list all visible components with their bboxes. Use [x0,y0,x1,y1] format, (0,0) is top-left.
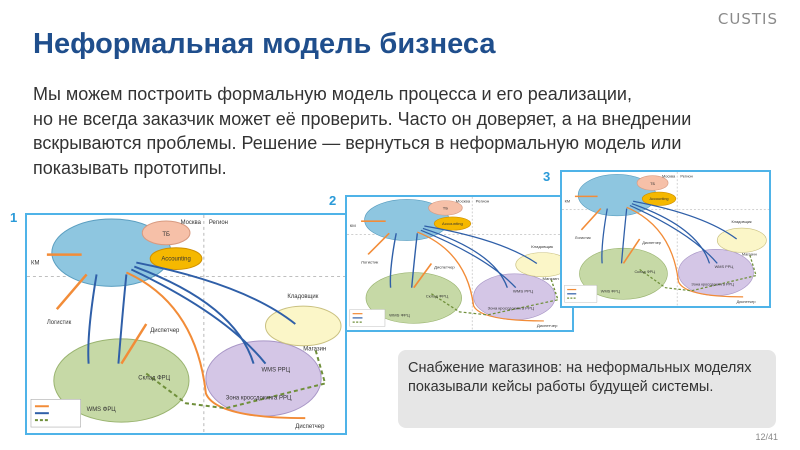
slide-title: Неформальная модель бизнеса [33,28,496,60]
diagram-label: КМ [350,224,356,229]
diagram-label: КМ [31,261,39,267]
diagram-label: Accounting [161,257,190,263]
diagram-label: Кладовщик [731,220,751,224]
accounting-ellipse [149,247,203,270]
diagram-label: Диспетчер [537,323,558,328]
company-logo: CUSTIS [717,10,778,28]
diagram-label: КМ [565,200,570,204]
data-flow-arrow [633,200,738,240]
accounting-ellipse [433,216,472,231]
doc-flow-arrow [626,206,744,298]
data-flow-arrow [117,274,128,364]
diagram-label: WMS РРЦ [262,368,291,374]
diagram-label: Регион [476,199,490,204]
data-flow-arrow [420,229,517,289]
slide-body: Мы можем построить формальную модель про… [33,82,773,180]
diagram-label: WMS ФРЦ [389,313,410,318]
goods-flow-arrow [639,254,757,292]
diagram-label: ТБ [162,232,170,238]
diagram-label: WMS РРЦ [513,289,533,294]
doc-flow-arrow [580,208,602,231]
body-line: вскрываются проблемы. Решение — вернутьс… [33,133,682,153]
diagram-label: ТБ [650,182,655,186]
diagram-label: Регион [680,175,692,179]
diagram-label: Логистик [361,260,379,265]
data-flow-arrow [133,265,255,364]
doc-flow-arrow [622,238,641,264]
accounting-ellipse [641,191,677,206]
goods-flow-arrow [145,348,327,410]
tb-ellipse [428,200,463,216]
doc-flow-arrow [413,263,433,289]
body-line: показывать прототипы. [33,157,227,178]
diagram-label: Магазин [742,253,757,257]
data-flow-arrow [629,204,718,264]
diagram-label: Диспетчер [150,328,180,334]
diagram-label: WMS РРЦ [715,265,734,269]
doc-flow-arrow [120,323,148,365]
data-flow-arrow [389,233,397,288]
doc-flow-arrow [367,232,390,255]
diagram-label: Accounting [649,197,668,201]
doc-flow-arrow [125,271,306,420]
diagram-label: Склад ФРЦ [138,375,170,381]
diagram-label: Магазин [542,276,558,281]
diagram-label: Диспетчер [737,300,756,304]
diagram-label: Склад ФРЦ [426,294,449,299]
data-flow-arrow [601,208,608,264]
diagram-label: ТБ [443,206,449,211]
diagram-label: Accounting [442,221,463,226]
diagram-label: WMS ФРЦ [87,407,117,413]
diagram-label: Москва [181,220,202,226]
panel-number-2: 2 [329,193,337,208]
data-flow-arrow [631,203,711,264]
diagram-label: Зона кроссдокинга РРЦ [226,395,292,401]
tb-ellipse [141,220,191,246]
diagram-label: Москва [456,199,471,204]
diagram-label: Диспетчер [295,424,325,430]
goods-flow-arrow [430,278,559,316]
diagram-label: Магазин [303,347,326,353]
callout-note: Снабжение магазинов: на неформальных мод… [398,350,776,428]
diagram-label: Кладовщик [287,294,318,300]
diagram-label: Кладовщик [531,244,553,249]
data-flow-arrow [410,233,419,288]
data-flow-arrow [136,261,296,325]
panel-number-3: 3 [543,169,551,184]
diagram-label: Диспетчер [434,265,455,270]
diagram-label: Логистик [575,236,591,240]
diagram-label: WMS ФРЦ [601,290,620,294]
diagram-label: Диспетчер [642,241,661,245]
tb-ellipse [636,175,669,191]
diagram-label: Логистик [47,320,72,326]
data-flow-arrow [422,227,508,288]
doc-flow-arrow [417,231,544,322]
diagram-label: Зона кроссдокинга РРЦ [691,282,734,286]
diagram-label: Регион [209,220,228,226]
doc-flow-arrow [55,273,88,310]
body-line: Мы можем построить формальную модель про… [33,84,632,104]
data-flow-arrow [130,268,267,365]
data-flow-arrow [87,274,98,364]
page-number: 12/41 [755,432,778,442]
diagram-label: Зона кроссдокинга РРЦ [488,306,535,311]
diagram-label: Москва [662,175,676,179]
body-line: но не всегда заказчик может её проверить… [33,108,692,129]
data-flow-arrow [620,208,628,264]
diagram-label: Склад ФРЦ [634,270,655,274]
panel-number-1: 1 [10,210,18,225]
data-flow-arrow [424,225,538,264]
